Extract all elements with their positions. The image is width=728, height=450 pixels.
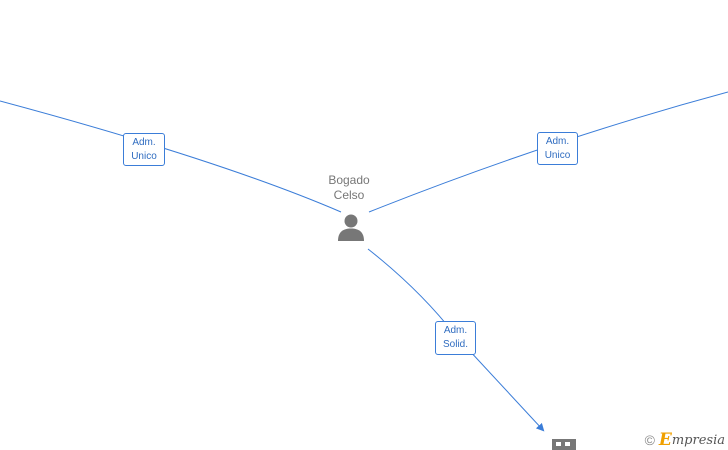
- person-name-line1: Bogado: [328, 173, 370, 187]
- edge-line-left: [0, 100, 342, 213]
- person-icon[interactable]: [336, 212, 366, 242]
- edge-label-line1: Adm.: [132, 137, 156, 148]
- edge-label-line2: Unico: [131, 151, 157, 162]
- empresia-watermark: © E mpresia: [645, 430, 725, 450]
- edge-label-line1: Adm.: [443, 325, 468, 336]
- copyright-symbol: ©: [644, 432, 655, 448]
- person-name[interactable]: Bogado Celso: [311, 173, 387, 203]
- brand-logo-letter: E: [658, 430, 672, 450]
- edge-label-line1: Adm.: [545, 136, 570, 147]
- company-icon[interactable]: [552, 439, 576, 450]
- brand-name: mpresia: [671, 432, 725, 448]
- edge-label-adm-unico-left[interactable]: Adm. Unico: [123, 133, 165, 166]
- edge-label-adm-solid[interactable]: Adm. Solid.: [435, 321, 476, 355]
- edge-label-line2: Unico: [544, 150, 571, 161]
- edge-label-adm-unico-right[interactable]: Adm. Unico: [537, 132, 578, 165]
- person-name-line2: Celso: [333, 188, 365, 202]
- edge-label-line2: Solid.: [442, 339, 468, 350]
